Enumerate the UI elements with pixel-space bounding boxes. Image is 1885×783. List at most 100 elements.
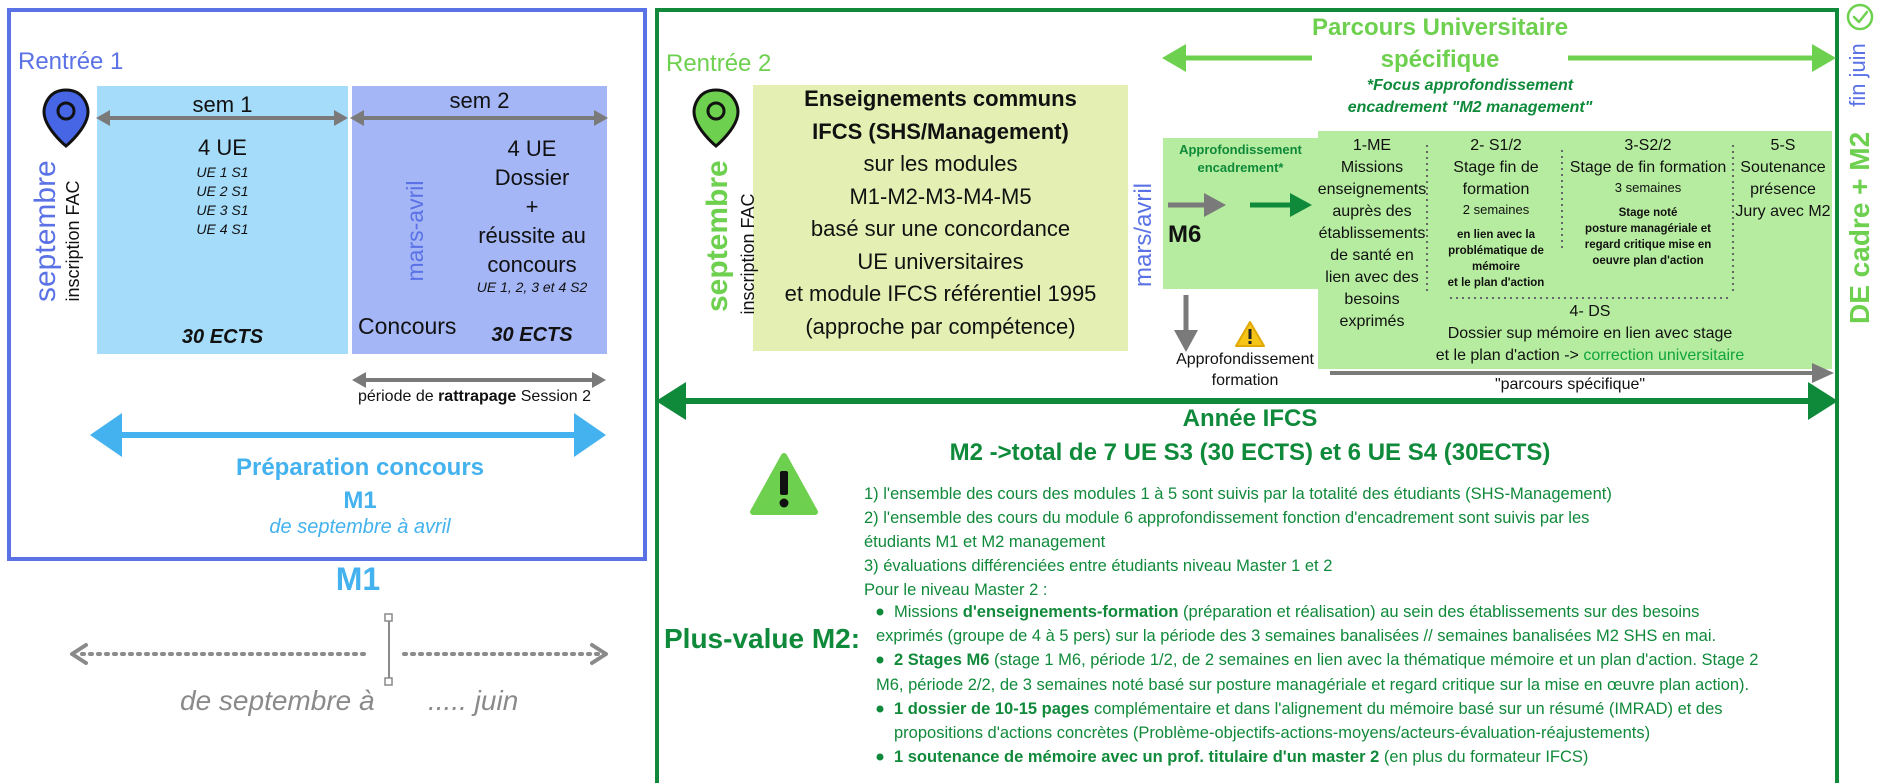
appro-enc-line1: Approfondissement	[1179, 142, 1302, 157]
timeline-arrow	[70, 613, 608, 686]
warning-icon	[1235, 321, 1265, 347]
preparation-m1: M1	[343, 487, 377, 514]
focus-note: *Focus approfondissement encadrement "M2…	[1290, 75, 1650, 119]
col-line: Soutenance	[1740, 159, 1826, 176]
ds-line1: Dossier sup mémoire en lien avec stage	[1447, 325, 1733, 342]
point-line: étudiants M1 et M2 management	[864, 533, 1106, 551]
b4-post: (en plus du formateur IFCS)	[1379, 748, 1589, 767]
ue-item: UE 2 S1	[196, 183, 249, 199]
points-list: 1) l'ensemble des cours des modules 1 à …	[864, 482, 1612, 602]
col-line: Stage fin de	[1453, 159, 1539, 176]
preparation-period: de septembre à avril	[269, 516, 451, 538]
b3-post: complémentaire et dans l'alignement du m…	[1089, 699, 1723, 718]
parcours-specifique-arrow	[1330, 363, 1834, 383]
col-bold-line: oeuvre plan d'action	[1592, 255, 1704, 267]
bullet-line: propositions d'actions concrètes (Problè…	[894, 724, 1651, 743]
col-bold-line: et le plan d'action	[1447, 277, 1545, 289]
point-line: 3) évaluations différenciées entre étudi…	[864, 557, 1333, 575]
enseignements-line: M1-M2-M3-M4-M5	[849, 183, 1032, 209]
appro-enc-line2: encadrement*	[1197, 160, 1284, 175]
sem2-reussite: réussite au	[478, 223, 586, 248]
col-head: 1-ME	[1352, 137, 1392, 154]
parcours-title: Parcours Universitaire spécifique	[1300, 12, 1580, 76]
sem2-box	[352, 86, 607, 354]
appro-encadrement-label: Approfondissement encadrement*	[1163, 141, 1318, 177]
m6-label: M6	[1168, 221, 1202, 248]
enseignements-line: basé sur une concordance	[810, 216, 1071, 241]
column-separators	[1426, 145, 1734, 299]
parcours-title-line1: Parcours Universitaire	[1311, 14, 1569, 41]
ue-item: UE 1 S1	[196, 164, 249, 180]
point-line: 1) l'ensemble des cours des modules 1 à …	[864, 485, 1612, 503]
dossier-sup-block: 4- DS Dossier sup mémoire en lien avec s…	[1420, 301, 1760, 367]
col-line: présence	[1750, 181, 1816, 198]
timeline-start: de septembre à	[180, 685, 375, 716]
inscription-fac-label: inscription FAC	[63, 180, 83, 302]
sem1-ue-list: UE 1 S1 UE 2 S1 UE 3 S1 UE 4 S1	[97, 163, 348, 239]
bullet-line: Missions d'enseignements-formation (prép…	[876, 600, 1758, 624]
timeline-end: ..... juin	[428, 685, 519, 716]
annee-ifcs-title: Année IFCS	[1182, 405, 1318, 432]
col-sub: 3 semaines	[1614, 180, 1682, 195]
rattrapage-label: période de rattrapage Session 2	[358, 388, 591, 406]
focus-line1: *Focus approfondissement	[1366, 77, 1574, 94]
sem2-ue: 4 UE	[507, 136, 557, 161]
parcours-arrow	[1162, 44, 1836, 72]
b2-bold: 2 Stages M6	[894, 651, 990, 670]
rattrapage-arrow	[352, 372, 606, 388]
check-circle-icon	[1846, 3, 1874, 31]
sem2-label: sem 2	[449, 88, 510, 113]
col-stage-2: 3-S2/2 Stage de fin formation 3 semaines…	[1562, 135, 1734, 269]
col-bold-line: mémoire	[1472, 261, 1520, 273]
warning-icon	[750, 453, 818, 515]
enseignements-line: et module IFCS référentiel 1995	[784, 281, 1097, 306]
appro-form-line2: formation	[1211, 372, 1279, 389]
concours-label: Concours	[358, 313, 457, 339]
col-stage-1: 2- S1/2 Stage fin de formation 2 semaine…	[1430, 135, 1562, 291]
col-bold-line: regard critique mise en	[1584, 239, 1712, 251]
point-line: Pour le niveau Master 2 :	[864, 581, 1048, 599]
mars-avril-label: mars-avril	[402, 180, 428, 282]
b2-post: (stage 1 M6, période 1/2, de 2 semaines …	[989, 651, 1759, 670]
sem2-ue-list: UE 1, 2, 3 et 4 S2	[476, 279, 588, 295]
col-bold-line: Stage noté	[1618, 207, 1678, 219]
col-line: besoins	[1344, 291, 1400, 308]
sem2-concours: concours	[487, 252, 577, 277]
bullet-line: 1 dossier de 10-15 pages complémentaire …	[876, 697, 1758, 721]
enseignements-title-2: IFCS (SHS/Management)	[812, 118, 1069, 144]
col-sub: 2 semaines	[1462, 202, 1530, 217]
parcours-specifique-label: "parcours spécifique"	[1494, 376, 1646, 393]
septembre-label: septembre	[29, 160, 62, 302]
col-bold-line: en lien avec la	[1457, 229, 1535, 241]
septembre-label-2: septembre	[701, 160, 734, 312]
annee-ifcs-arrow	[656, 382, 1838, 420]
sem1-ue: 4 UE	[198, 135, 247, 160]
sem2-dossier: Dossier	[494, 165, 570, 190]
col-line: Jury avec M2	[1735, 203, 1831, 220]
b1-bold: d'enseignements-formation	[962, 603, 1179, 621]
b1-pre: Missions	[894, 603, 963, 621]
sem1-arrow	[96, 110, 348, 126]
ds-line2: et le plan d'action -> correction univer…	[1420, 345, 1760, 367]
sem1-ects: 30 ECTS	[181, 326, 264, 348]
col-line: établissements	[1318, 225, 1426, 242]
appro-form-line1: Approfondissement	[1176, 351, 1314, 368]
sem1-label: sem 1	[192, 92, 253, 117]
preparation-title: Préparation concours	[235, 454, 485, 481]
col-line: Stage de fin formation	[1569, 159, 1727, 176]
ds-line2-green: correction universitaire	[1583, 347, 1745, 364]
sem1-box	[97, 86, 348, 354]
rattrapage-pre: période de	[358, 388, 439, 405]
preparation-arrow	[90, 413, 606, 457]
col-bold-line: posture managériale et	[1585, 223, 1711, 235]
sem2-plus: +	[525, 194, 539, 219]
plus-value-bullets: Missions d'enseignements-formation (prép…	[876, 600, 1758, 769]
location-pin-icon	[692, 88, 740, 148]
rattrapage-bold: rattrapage	[438, 388, 517, 405]
sem2-content: 4 UE Dossier + réussite au concours	[462, 134, 602, 279]
rattrapage-post: Session 2	[516, 388, 592, 405]
sem2-ects: 30 ECTS	[491, 324, 573, 346]
ue-item: UE 3 S1	[196, 202, 249, 218]
col-line: Missions	[1340, 159, 1404, 176]
